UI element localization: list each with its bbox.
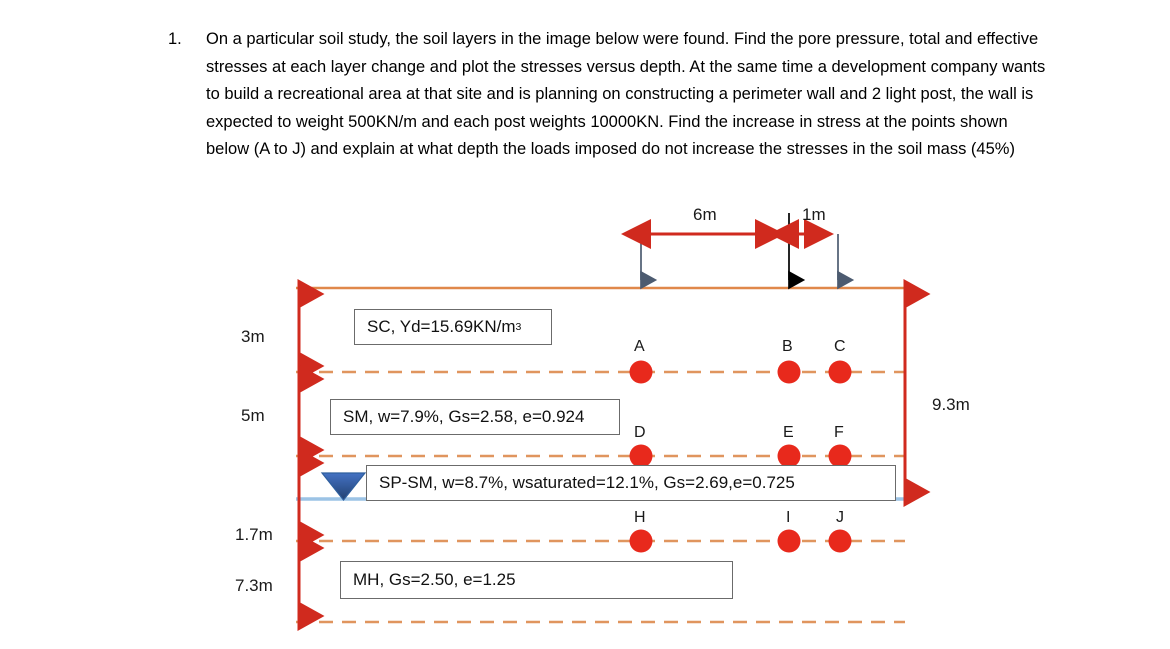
depth-label-9.3m: 9.3m <box>932 395 970 414</box>
depth-label-5m: 5m <box>241 406 265 425</box>
depth-label-7.3m: 7.3m <box>235 576 273 595</box>
dimension-label-6m: 6m <box>693 205 717 224</box>
soil-layer-mh-text: MH, Gs=2.50, e=1.25 <box>353 570 516 589</box>
soil-layer-box-sm: SM, w=7.9%, Gs=2.58, e=0.924 <box>330 399 620 435</box>
point-label-F: F <box>834 424 844 441</box>
question-block: 1. On a particular soil study, the soil … <box>168 26 1048 164</box>
water-table-triangle-icon <box>320 472 367 501</box>
point-label-E: E <box>783 424 794 441</box>
point-marker-J <box>828 529 852 553</box>
depth-label-1.7m: 1.7m <box>235 525 273 544</box>
point-marker-A <box>629 360 653 384</box>
soil-layer-sm-text: SM, w=7.9%, Gs=2.58, e=0.924 <box>343 407 585 426</box>
point-marker-H <box>629 529 653 553</box>
soil-layer-spsm-text: SP-SM, w=8.7%, wsaturated=12.1%, Gs=2.69… <box>379 473 795 492</box>
point-label-I: I <box>786 509 791 526</box>
soil-layer-sc-text: SC, Yd=15.69KN/m <box>367 317 516 336</box>
dimension-label-1m: 1m <box>802 205 826 224</box>
point-marker-I <box>777 529 801 553</box>
point-label-J: J <box>836 509 844 526</box>
point-label-C: C <box>834 338 846 355</box>
depth-label-3m: 3m <box>241 327 265 346</box>
question-text: On a particular soil study, the soil lay… <box>206 30 1046 158</box>
point-label-A: A <box>634 338 645 355</box>
point-label-B: B <box>782 338 793 355</box>
point-marker-B <box>777 360 801 384</box>
point-label-H: H <box>634 509 646 526</box>
soil-layer-box-spsm: SP-SM, w=8.7%, wsaturated=12.1%, Gs=2.69… <box>366 465 896 501</box>
soil-layer-box-mh: MH, Gs=2.50, e=1.25 <box>340 561 733 599</box>
point-marker-C <box>828 360 852 384</box>
question-number: 1. <box>168 30 182 48</box>
point-label-D: D <box>634 424 646 441</box>
